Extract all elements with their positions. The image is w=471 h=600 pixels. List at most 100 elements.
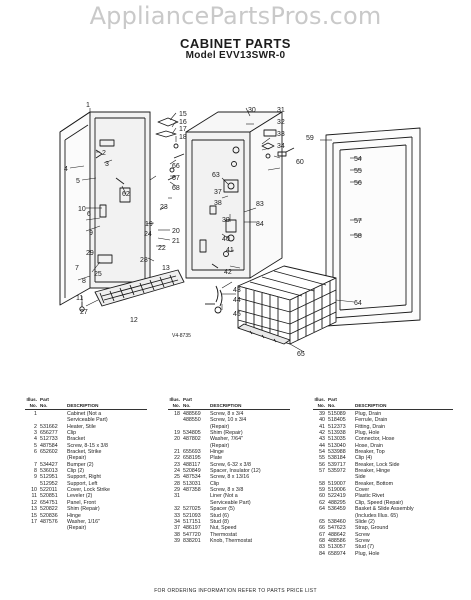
site-watermark: AppliancePartsPros.com (89, 2, 382, 30)
part-number: 522011 (40, 487, 58, 494)
callout-27: 27 (80, 309, 88, 316)
part-description: Plug, Drain (355, 411, 382, 417)
parts-row: Serviceable Part) (168, 500, 290, 506)
callout-45: 45 (233, 311, 241, 318)
callout-4: 4 (64, 166, 68, 173)
illus-number: 7 (34, 461, 37, 468)
part-number: 656277 (40, 430, 58, 437)
illus-number: 12 (31, 499, 37, 506)
part-number: 534805 (183, 430, 201, 437)
model-number: Model EVV13SWR-0 (185, 50, 286, 61)
parts-row: Side (313, 474, 453, 480)
basket-slide (237, 323, 291, 345)
part-number: 513035 (328, 436, 346, 443)
part-description: Liner (Not a (210, 493, 238, 500)
callout-2: 2 (102, 150, 106, 157)
callout-10: 10 (78, 206, 86, 213)
drain-parts (205, 285, 223, 314)
cabinet-shell (59, 111, 151, 306)
part-description: Breaker, Top (355, 449, 385, 456)
part-description: Plug, Hole (355, 550, 380, 557)
illus-number: 39 (319, 411, 325, 417)
part-number: 488642 (328, 531, 346, 538)
part-number: 512733 (40, 436, 58, 443)
callout-28: 28 (140, 257, 148, 264)
callout-3: 3 (105, 161, 109, 168)
part-description: Clip (2) (67, 468, 85, 475)
part-number: 513031 (183, 480, 201, 487)
part-number: 488586 (328, 537, 346, 544)
part-number: 487534 (183, 474, 201, 481)
illus-number: 41 (319, 423, 325, 430)
illus-number: 39 (174, 537, 180, 544)
part-description: Shim (Repair) (210, 430, 243, 437)
part-description: Strap, Ground (355, 525, 389, 532)
part-description: Spacer, Insulator (12) (210, 468, 261, 475)
callout-84: 84 (256, 221, 264, 228)
part-description: Fitting, Drain (355, 423, 386, 430)
part-number: 519006 (328, 487, 346, 494)
illus-number: 13 (31, 506, 37, 513)
illus-number: 57 (319, 468, 325, 475)
top-hinge-parts (155, 117, 185, 181)
illus-number: 68 (319, 537, 325, 544)
illus-number: 25 (174, 474, 180, 481)
part-number: 521093 (183, 512, 201, 519)
callout-6: 6 (87, 211, 91, 218)
part-description: Screw, 8 x 13/16 (210, 474, 250, 481)
parts-row: (Repair) (168, 443, 290, 449)
callout-83: 83 (256, 201, 264, 208)
part-number: 487802 (183, 436, 201, 443)
parts-row: 31 Liner (Not a (168, 493, 290, 499)
illus-number: 20 (174, 436, 180, 443)
part-description: Breaker, Hinge (355, 468, 391, 475)
part-number: 520849 (183, 468, 201, 475)
illus-number: 34 (174, 518, 180, 525)
part-description: Support, Right (67, 474, 101, 481)
part-number: 654751 (40, 499, 58, 506)
illus-number: 31 (174, 493, 180, 500)
part-description: Stud (7) (355, 544, 374, 551)
part-description: Heater, Stile (67, 423, 96, 430)
part-number: 655693 (183, 449, 201, 456)
illus-number: 32 (174, 506, 180, 513)
door-breaker-frame (325, 127, 421, 327)
illus-number: 1 (34, 411, 37, 417)
part-description: Breaker, Bottom (355, 480, 393, 487)
callout-12: 12 (130, 317, 138, 324)
part-number: 488550 (183, 417, 201, 424)
part-description: Hinge (67, 512, 81, 519)
part-description: Cover (355, 487, 370, 494)
part-number: 658195 (183, 455, 201, 462)
illus-number: 56 (319, 461, 325, 468)
part-description: (Repair) (210, 423, 230, 430)
callout-leaders (69, 107, 362, 353)
parts-row: Serviceable Part) (25, 417, 147, 423)
part-description: Screw, 10 x 3/4 (210, 417, 247, 424)
part-number: 487358 (183, 487, 201, 494)
part-description: Nut, Speed (210, 525, 237, 532)
part-description: (Repair) (67, 455, 87, 462)
illus-number: 15 (31, 512, 37, 519)
